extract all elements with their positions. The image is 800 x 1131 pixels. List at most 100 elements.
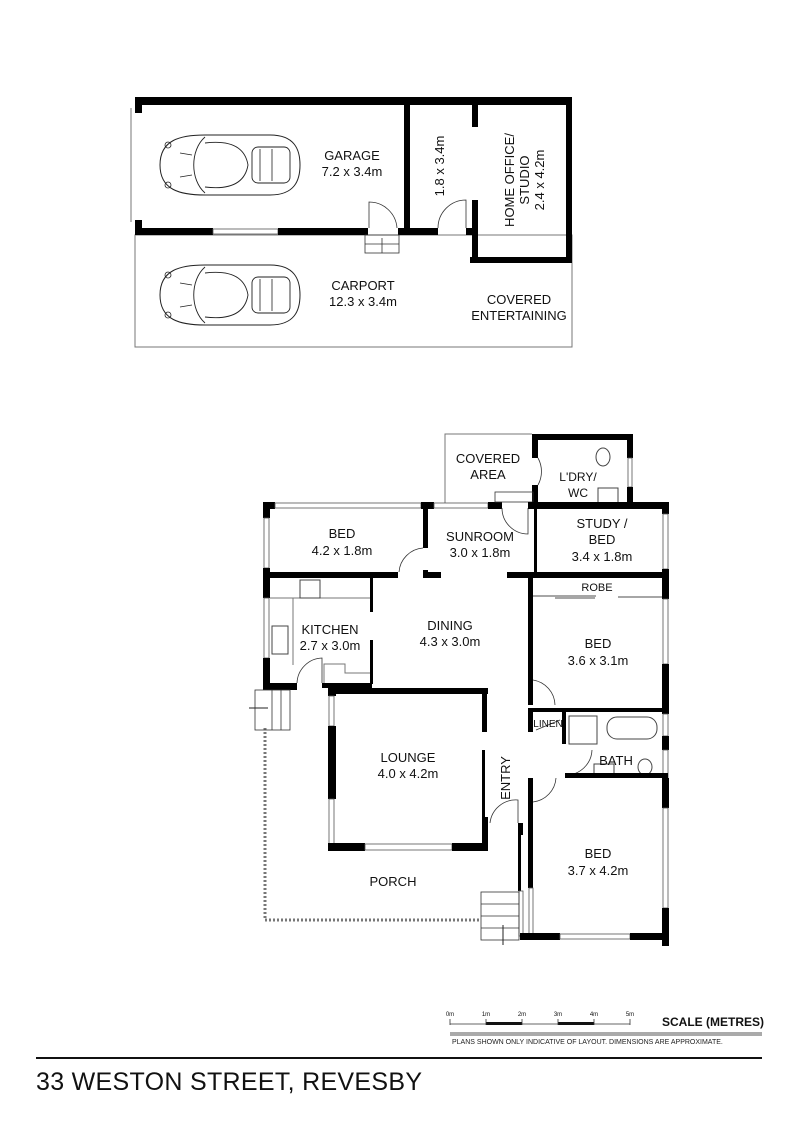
wall	[322, 683, 372, 688]
wall	[278, 228, 368, 235]
side-steps	[249, 689, 291, 731]
window	[559, 933, 631, 940]
study-size: 3.4 x 1.8m	[572, 549, 633, 564]
wall	[662, 736, 669, 750]
covered-area-label: COVERED	[456, 451, 520, 466]
wall	[404, 97, 410, 235]
wall	[507, 572, 667, 578]
outbuilding: GARAGE 7.2 x 3.4m 1.8 x 3.4m HOME OFFICE…	[130, 97, 573, 348]
sunroom-size: 3.0 x 1.8m	[450, 545, 511, 560]
wall	[482, 688, 487, 732]
garage-door-swing	[368, 201, 398, 229]
home-office-label-2: STUDIO	[517, 155, 532, 204]
sliding-door	[370, 578, 373, 612]
wall	[518, 823, 523, 835]
wall	[662, 664, 669, 714]
wall	[135, 97, 142, 113]
wall	[423, 508, 428, 548]
scale-tick: 3m	[554, 1012, 562, 1018]
wall	[662, 502, 669, 514]
kitchen-bench	[323, 663, 370, 683]
scale-tick: 4m	[590, 1012, 598, 1018]
wall	[528, 502, 668, 509]
divider	[450, 1032, 762, 1036]
bed3-door-swing	[532, 777, 557, 803]
bed1-label: BED	[329, 526, 356, 541]
wall	[472, 200, 478, 263]
wall	[263, 683, 297, 690]
wall	[662, 908, 669, 946]
carport-label: CARPORT	[331, 278, 394, 293]
cooktop-icon	[299, 579, 321, 599]
linen-door	[535, 719, 561, 731]
window	[528, 887, 534, 939]
wall	[528, 708, 668, 712]
robe-label: ROBE	[581, 582, 612, 594]
scale-bar: 0m 1m 2m 3m 4m 5m	[446, 1012, 634, 1025]
window	[364, 843, 453, 851]
wall	[520, 933, 560, 940]
bed3-size: 3.7 x 4.2m	[568, 863, 629, 878]
bed-door-swing	[398, 547, 424, 573]
window	[433, 502, 489, 509]
wall	[135, 228, 213, 235]
car-icon	[159, 134, 301, 196]
covered-entertaining-label: COVERED	[487, 292, 551, 307]
window	[662, 513, 669, 570]
window	[263, 517, 270, 569]
disclaimer: PLANS SHOWN ONLY INDICATIVE OF LAYOUT. D…	[452, 1039, 723, 1046]
lounge-size: 4.0 x 4.2m	[378, 766, 439, 781]
wall	[518, 835, 521, 891]
home-office-size: 2.4 x 4.2m	[532, 150, 547, 211]
wall	[466, 228, 476, 235]
front-steps	[480, 891, 520, 945]
window	[662, 807, 669, 909]
covered-area-outline	[444, 433, 532, 503]
wall	[263, 568, 270, 598]
kitchen-size: 2.7 x 3.0m	[300, 638, 361, 653]
sunroom-door-swing	[501, 507, 529, 535]
window	[274, 502, 422, 509]
wall	[423, 572, 441, 578]
wall	[470, 257, 572, 263]
bathtub-icon	[606, 716, 658, 740]
wall	[562, 712, 566, 744]
bed1-size: 4.2 x 1.8m	[312, 543, 373, 558]
window	[212, 228, 279, 235]
covered-entertaining-label-2: ENTERTAINING	[471, 308, 567, 323]
porch-edge	[263, 728, 481, 922]
wall	[488, 502, 502, 509]
wall	[528, 778, 533, 888]
laundry-label-2: WC	[568, 486, 588, 500]
wall	[662, 569, 669, 599]
wall	[630, 933, 669, 940]
bed2-label: BED	[585, 636, 612, 651]
bed2-door-swing	[532, 679, 556, 706]
wall	[263, 502, 270, 518]
divider	[36, 1057, 762, 1059]
house: COVERED AREA L'DRY/ WC BED 4.2 x 1.8m SU…	[249, 433, 669, 946]
bed3-label: BED	[585, 846, 612, 861]
wall	[263, 658, 270, 690]
study-label: STUDY /	[576, 516, 627, 531]
wall	[662, 778, 669, 808]
back-steps	[494, 491, 534, 503]
car-icon	[159, 264, 301, 326]
entry-label: ENTRY	[498, 756, 513, 800]
window	[518, 890, 524, 937]
property-address: 33 WESTON STREET, REVESBY	[36, 1068, 423, 1096]
scale-tick: 1m	[482, 1012, 490, 1018]
wall	[263, 572, 398, 578]
wall	[328, 843, 365, 851]
bed2-size: 3.6 x 3.1m	[568, 653, 629, 668]
wall	[472, 97, 478, 127]
wall	[532, 485, 538, 507]
window	[662, 713, 669, 737]
wall	[528, 578, 533, 705]
sink-icon	[271, 625, 289, 655]
covered-area-label-2: AREA	[470, 467, 506, 482]
window	[328, 695, 335, 727]
wall	[328, 688, 336, 696]
shower-icon	[568, 715, 598, 745]
